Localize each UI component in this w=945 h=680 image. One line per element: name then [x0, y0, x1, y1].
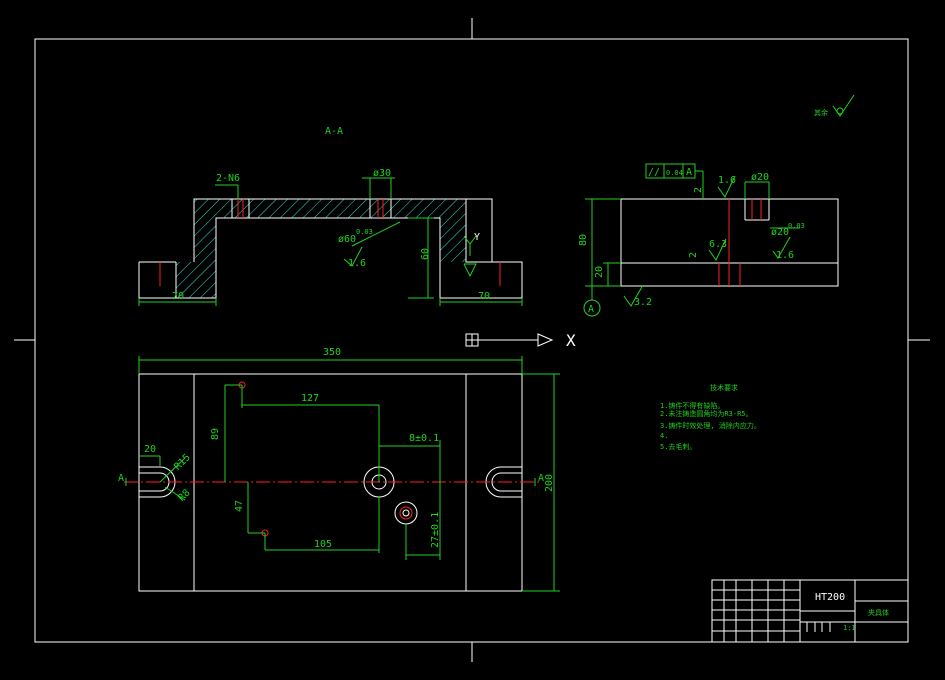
ucs-icon: X — [465, 331, 576, 350]
svg-text:80: 80 — [578, 234, 589, 246]
scale-label: 1:1 — [843, 624, 856, 632]
svg-text:60: 60 — [420, 248, 431, 260]
svg-text:105: 105 — [314, 539, 332, 550]
svg-text:1.6: 1.6 — [718, 175, 736, 186]
svg-text:R8: R8 — [176, 487, 192, 503]
svg-text:2: 2 — [693, 187, 704, 193]
technical-notes: 技术要求 1.铸件不得有缺陷。 2.未注铸造圆角均为R3-R5。 3.铸件时效处… — [660, 383, 761, 451]
section-view — [138, 198, 523, 299]
svg-text:27±0.1: 27±0.1 — [430, 512, 441, 548]
drawing-frame — [14, 18, 930, 662]
svg-text:Y: Y — [474, 232, 480, 243]
svg-text:R15: R15 — [172, 452, 193, 473]
svg-text:ø20: ø20 — [771, 227, 789, 238]
svg-text:0.03: 0.03 — [788, 222, 805, 230]
plan-view — [124, 373, 540, 592]
svg-text:20: 20 — [144, 444, 156, 455]
note-line: 2.未注铸造圆角均为R3-R5。 — [660, 409, 753, 418]
side-dimensions: // 0.04 A 1.6 ø20 ø20 0.03 1.6 6.3 2 2 8… — [578, 163, 805, 317]
svg-text:ø60: ø60 — [338, 234, 356, 245]
svg-text:70: 70 — [172, 291, 184, 302]
svg-text:350: 350 — [323, 347, 341, 358]
svg-text://: // — [648, 167, 660, 178]
note-line: 4. — [660, 432, 668, 440]
svg-text:127: 127 — [301, 393, 319, 404]
material-label: HT200 — [815, 592, 845, 603]
notes-title: 技术要求 — [710, 383, 738, 392]
svg-text:89: 89 — [210, 428, 221, 440]
note-line: 3.铸件时效处理, 消除内应力。 — [660, 421, 761, 430]
svg-text:200: 200 — [544, 474, 555, 492]
svg-text:3.2: 3.2 — [634, 297, 652, 308]
svg-text:8±0.1: 8±0.1 — [409, 433, 439, 444]
svg-text:0.04: 0.04 — [666, 169, 683, 177]
note-line: 5.去毛刺。 — [660, 442, 696, 451]
svg-text:1.6: 1.6 — [776, 250, 794, 261]
roughness-symbol-corner: 其余 — [814, 94, 855, 117]
svg-text:A: A — [118, 473, 124, 484]
svg-text:A: A — [686, 167, 692, 178]
svg-text:47: 47 — [234, 500, 245, 512]
part-name: 夹具体 — [868, 608, 889, 617]
plan-dimensions: 350 127 89 8±0.1 20 R15 R8 47 105 27±0.1… — [118, 347, 560, 592]
svg-text:6.3: 6.3 — [709, 239, 727, 250]
section-label: A-A — [325, 126, 343, 137]
svg-text:A: A — [588, 304, 594, 315]
svg-text:ø20: ø20 — [751, 172, 769, 183]
svg-text:2-N6: 2-N6 — [216, 173, 240, 184]
note-line: 1.铸件不得有缺陷。 — [660, 401, 724, 410]
svg-text:X: X — [566, 331, 576, 350]
side-view — [620, 198, 839, 287]
section-dimensions: 2-N6 ø30 ø60 0.03 1.6 60 70 70 Y — [138, 168, 523, 306]
svg-text:70: 70 — [478, 291, 490, 302]
svg-text:其余: 其余 — [814, 108, 828, 117]
svg-text:A: A — [538, 473, 544, 484]
svg-text:0.03: 0.03 — [356, 228, 373, 236]
svg-text:2: 2 — [688, 252, 699, 258]
svg-text:1.6: 1.6 — [348, 258, 366, 269]
title-block: HT200 夹具体 1:1 — [711, 579, 909, 643]
svg-text:20: 20 — [594, 266, 605, 278]
svg-text:ø30: ø30 — [373, 168, 391, 179]
